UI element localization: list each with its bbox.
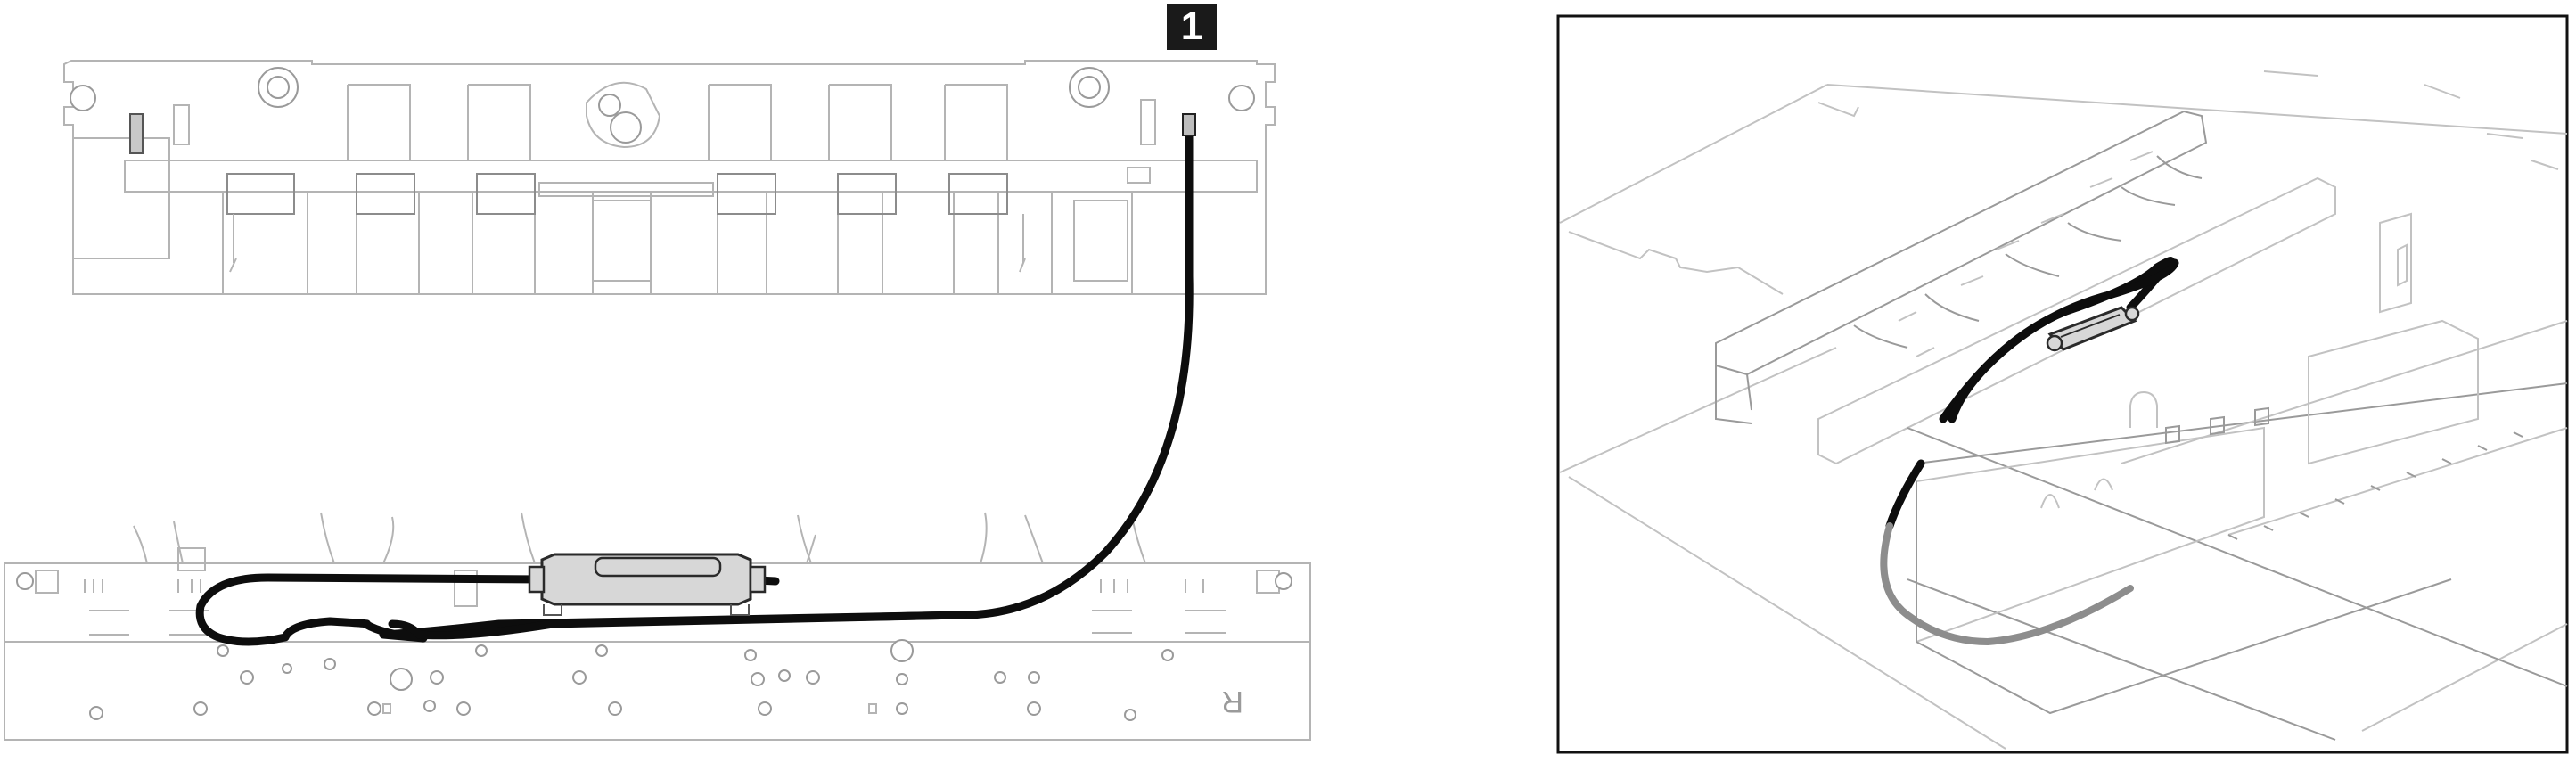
inline-module [528, 553, 767, 616]
callout-number-1: 1 [1167, 4, 1217, 50]
upper-backplane [63, 60, 1276, 295]
iso-inline-module [2046, 306, 2140, 352]
plate-marking: R [1221, 685, 1243, 718]
isometric-frame [1556, 14, 2569, 754]
isometric-view [1556, 14, 2569, 754]
cable-assembly [195, 113, 1196, 646]
